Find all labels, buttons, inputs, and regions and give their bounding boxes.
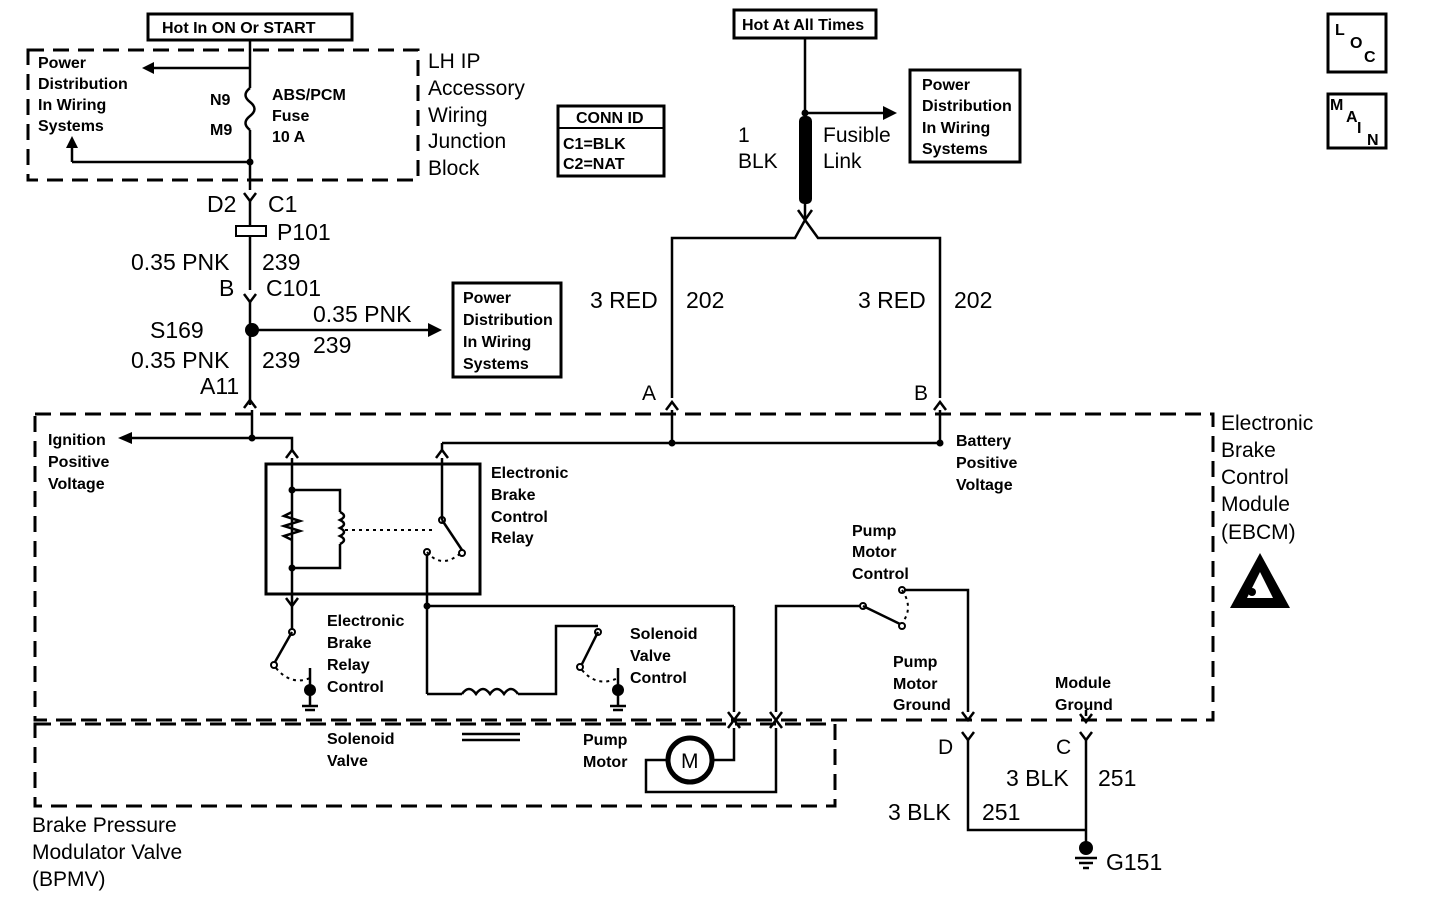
svg-text:C: C [1364, 49, 1376, 66]
red-wire-right: 3 RED [858, 287, 926, 313]
hot-on-start-label: Hot In ON Or START [162, 20, 316, 37]
fusible-wire-gauge: 1 [738, 124, 750, 147]
ebcm-label: Electronic Brake Control Module (EBCM) [1221, 412, 1319, 544]
fusible-link-circuit [665, 38, 947, 411]
pnk-wire-3: 0.35 PNK [131, 347, 230, 373]
c1-label: C1 [268, 191, 297, 217]
pump-motor-ground-label: Pump Motor Ground [893, 654, 951, 714]
blk-wire-d: 3 BLK [888, 799, 951, 825]
fusible-wire-color: BLK [738, 150, 778, 173]
solenoid-coil [460, 687, 520, 697]
junction-block-label: LH IP Accessory Wiring Junction Block [428, 50, 531, 180]
ckt-239-2: 239 [313, 332, 351, 358]
pin-c-label: C [1056, 736, 1071, 759]
solenoid-control-label: Solenoid Valve Control [630, 626, 702, 687]
solenoid-valve-label: Solenoid Valve [327, 731, 399, 770]
a11-label: A11 [200, 373, 239, 399]
power-distribution-1: Power Distribution In Wiring Systems [38, 55, 132, 135]
ckt-251-c: 251 [1098, 765, 1136, 791]
svg-text:Power Distribution: Power Distribution In Wiring Systems [463, 290, 557, 373]
bpmv-label: Brake Pressure Modulator Valve (BPMV) [32, 814, 188, 891]
ckt-251-d: 251 [982, 799, 1020, 825]
hot-on-start-box: Hot In ON Or START [146, 12, 354, 42]
ckt-202-left: 202 [686, 287, 724, 313]
svg-text:O: O [1350, 35, 1362, 52]
fuse-pin-n9: N9 [210, 92, 231, 109]
relay-label: Electronic Brake Control Relay [491, 465, 573, 547]
ebcm-relay [264, 462, 482, 596]
relay-coil [337, 510, 346, 546]
s169-label: S169 [150, 317, 204, 343]
ignition-label: Ignition Positive Voltage [48, 432, 114, 493]
fuse-label: ABS/PCM Fuse 10 A [272, 87, 350, 146]
pin-b-label: B [914, 382, 928, 405]
relay-control-label: Electronic Brake Relay Control [327, 613, 409, 696]
b-label: B [219, 275, 234, 301]
pump-motor-symbol [665, 735, 715, 785]
pin-d-label: D [938, 736, 953, 759]
pump-motor-label: Pump Motor [583, 732, 632, 771]
main-button[interactable]: M A I N [1326, 92, 1388, 150]
conn-id-box: CONN ID C1=BLK C2=NAT [556, 104, 666, 178]
svg-text:A: A [1346, 109, 1358, 126]
ckt-239-3: 239 [262, 347, 300, 373]
p101-grommet [235, 225, 267, 237]
relay-resistor [279, 510, 305, 542]
bpmv-module: M [33, 711, 837, 808]
hot-all-times-label: Hot At All Times [742, 17, 864, 34]
svg-text:L: L [1335, 22, 1345, 39]
battery-label: Battery Positive Voltage [956, 433, 1022, 494]
pnk-wire-1: 0.35 PNK [131, 249, 230, 275]
svg-text:Power Distribution: Power Distribution In Wiring Systems [922, 77, 1016, 158]
pump-motor-control-label: Pump Motor Control [852, 523, 909, 583]
pin-a-label: A [642, 382, 656, 405]
fusible-link-label: Fusible Link [823, 124, 897, 173]
c101-label: C101 [266, 275, 321, 301]
blk-wire-c: 3 BLK [1006, 765, 1069, 791]
svg-text:N: N [1367, 132, 1379, 149]
svg-text:M: M [1330, 97, 1343, 114]
esd-warning-icon [1230, 553, 1290, 608]
power-distribution-2-box: Power Distribution In Wiring Systems [451, 281, 563, 379]
ground-circuit [961, 731, 1097, 870]
pnk-wire-2: 0.35 PNK [313, 301, 412, 327]
fuse-pin-m9: M9 [210, 122, 232, 139]
ckt-239-1: 239 [262, 249, 300, 275]
g151-ground [1079, 841, 1093, 855]
svg-text:C2=NAT: C2=NAT [563, 156, 625, 173]
red-wire-left: 3 RED [590, 287, 658, 313]
g151-label: G151 [1106, 849, 1162, 875]
junction-block: Power Distribution In Wiring Systems N9 … [26, 48, 420, 190]
fusible-link-symbol [799, 116, 812, 204]
module-ground-label: Module Ground [1055, 675, 1115, 714]
motor-m-glyph: M [681, 750, 699, 773]
svg-text:I: I [1357, 120, 1361, 137]
d2-label: D2 [207, 191, 236, 217]
power-distribution-3-box: Power Distribution In Wiring Systems [908, 68, 1022, 164]
hot-all-times-box: Hot At All Times [732, 8, 878, 40]
ckt-202-right: 202 [954, 287, 992, 313]
circuit-239 [235, 192, 442, 409]
svg-text:C1=BLK: C1=BLK [563, 136, 626, 153]
ebcm-module [33, 410, 1290, 725]
svg-text:CONN ID: CONN ID [576, 110, 644, 127]
fuse-symbol [244, 87, 256, 131]
p101-label: P101 [277, 219, 331, 245]
loc-button[interactable]: L O C [1326, 12, 1388, 74]
